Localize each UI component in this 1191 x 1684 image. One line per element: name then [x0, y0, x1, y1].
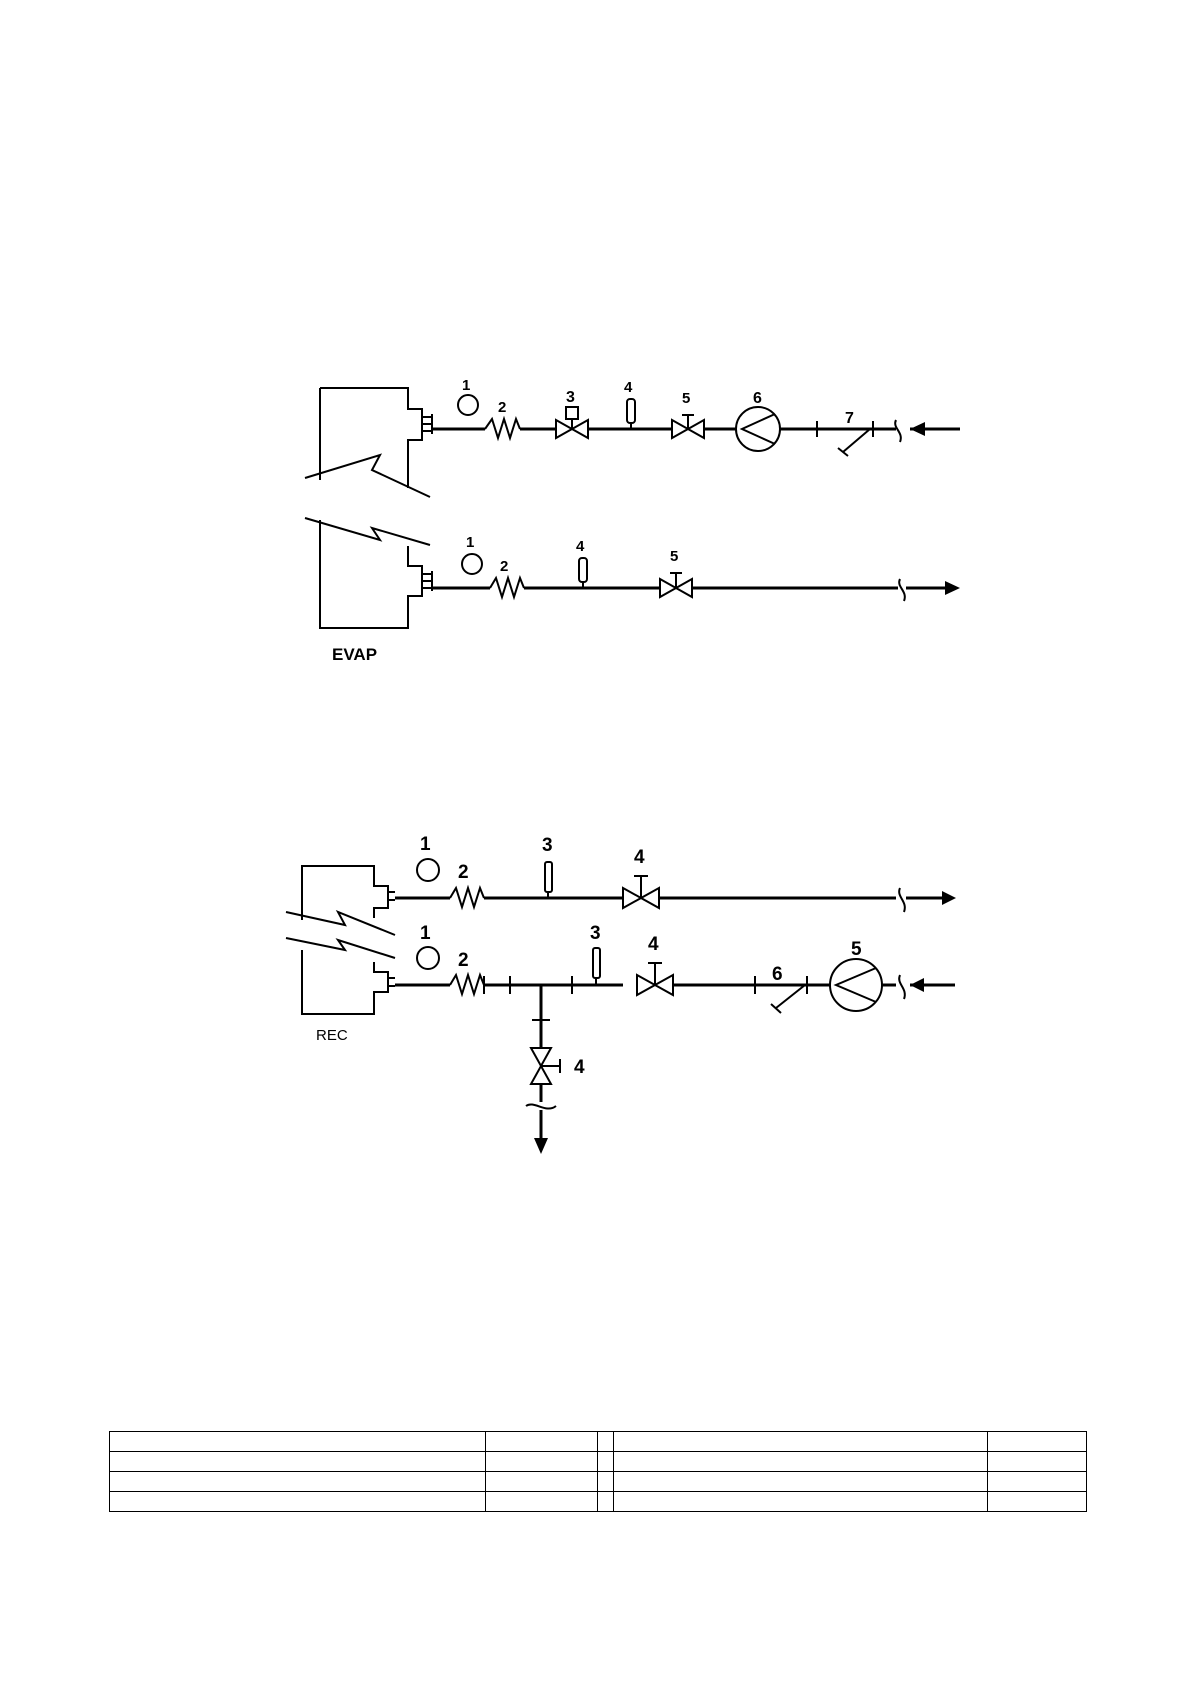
evaporator-body-upper: [320, 387, 423, 488]
rec-top-num-1: 1: [420, 834, 431, 855]
rec-drain-arrow-icon: [534, 1138, 548, 1154]
rec-outlet-arrow-icon: [942, 891, 956, 905]
table-row: [109, 1451, 1087, 1472]
evap-bottom-num-5: 5: [670, 548, 678, 565]
evap-top-nozzle: [422, 414, 433, 434]
rec-pump-triangle: [833, 967, 877, 1003]
table-cell: [597, 1431, 615, 1452]
rec-bottom-flex-joint-icon: [449, 971, 485, 998]
evap-bottom-thermometer-icon: [578, 557, 588, 583]
evap-outlet-arrow-icon: [945, 581, 960, 595]
evap-top-thermometer-icon: [626, 398, 636, 424]
rec-top-gauge-icon: [416, 858, 440, 882]
evap-top-num-3: 3: [566, 389, 575, 406]
table-cell: [613, 1431, 989, 1452]
evap-break-line-1: [304, 453, 431, 498]
evap-strainer-icon: [837, 428, 871, 457]
evap-valve-stem-icon: [565, 406, 579, 420]
rec-top-nozzle: [388, 891, 395, 901]
evap-bottom-gauge-icon: [461, 553, 483, 575]
rec-diagram: REC 1 2 3 4 1 2 3 4: [285, 834, 956, 1154]
evap-inlet-arrow-icon: [910, 422, 925, 436]
rec-bottom-num-6: 6: [772, 964, 783, 985]
table-cell: [109, 1431, 486, 1452]
rec-top-num-3: 3: [542, 835, 553, 856]
rec-drain-num-4: 4: [574, 1057, 585, 1078]
legend-table: [109, 1431, 1087, 1512]
rec-bottom-num-5: 5: [851, 939, 862, 960]
rec-bottom-num-1: 1: [420, 923, 431, 944]
rec-bottom-nozzle: [388, 977, 395, 987]
rec-bottom-num-2: 2: [458, 950, 469, 971]
table-cell: [484, 1451, 599, 1472]
evap-top-num-1: 1: [462, 377, 470, 394]
rec-break-line-2: [285, 937, 396, 959]
evap-top-num-4: 4: [624, 379, 633, 396]
evap-top-pipe-break: [894, 419, 902, 443]
evap-bottom-num-2: 2: [500, 558, 508, 575]
table-cell: [987, 1431, 1087, 1452]
evap-bottom-flex-joint-icon: [489, 574, 525, 601]
rec-bottom-pipe-break: [898, 974, 906, 1000]
table-cell: [613, 1471, 989, 1492]
recovery-body-lower: [301, 950, 389, 1015]
table-cell: [484, 1431, 599, 1452]
table-cell: [987, 1491, 1087, 1512]
evaporator-body-lower: [319, 520, 423, 629]
rec-top-pipe-break: [898, 887, 906, 913]
table-cell: [484, 1491, 599, 1512]
evap-bottom-pipe-break: [898, 578, 906, 602]
evap-bottom-num-1: 1: [466, 534, 474, 551]
evap-top-flex-joint-icon: [484, 415, 521, 442]
table-row: [109, 1431, 1087, 1452]
table-row: [109, 1471, 1087, 1492]
rec-bottom-thermometer-icon: [592, 947, 601, 979]
table-cell: [613, 1491, 989, 1512]
evap-pump-triangle: [739, 413, 776, 445]
evap-top-num-5: 5: [682, 390, 690, 407]
rec-top-num-2: 2: [458, 862, 469, 883]
evap-top-num-2: 2: [498, 399, 506, 416]
recovery-body-upper: [301, 865, 389, 920]
rec-bottom-gauge-icon: [416, 946, 440, 970]
table-cell: [597, 1451, 615, 1472]
rec-bottom-num-3: 3: [590, 923, 601, 944]
table-row: [109, 1491, 1087, 1512]
table-cell: [597, 1471, 615, 1492]
rec-top-flex-joint-icon: [449, 884, 485, 911]
table-cell: [484, 1471, 599, 1492]
table-cell: [597, 1491, 615, 1512]
evap-top-num-6: 6: [753, 390, 762, 407]
rec-top-thermometer-icon: [544, 861, 553, 893]
rec-break-line-1: [285, 910, 396, 936]
rec-bottom-num-4: 4: [648, 934, 659, 955]
table-cell: [613, 1451, 989, 1472]
evap-bottom-num-4: 4: [576, 538, 585, 555]
table-cell: [109, 1451, 486, 1472]
evap-unit-label: EVAP: [332, 645, 377, 664]
table-cell: [109, 1471, 486, 1492]
evap-top-num-7: 7: [845, 410, 854, 427]
rec-top-num-4: 4: [634, 847, 645, 868]
table-cell: [987, 1451, 1087, 1472]
table-cell: [109, 1491, 486, 1512]
evap-top-gauge-icon: [457, 394, 479, 416]
rec-drain-pipe-break: [525, 1103, 557, 1110]
rec-strainer-icon: [770, 984, 806, 1014]
evap-diagram: EVAP 1 2 3 4 5 6 7: [304, 377, 960, 664]
rec-inlet-arrow-icon: [910, 978, 924, 992]
table-cell: [987, 1471, 1087, 1492]
rec-unit-label: REC: [316, 1027, 348, 1044]
evap-break-line-2: [304, 517, 431, 546]
evap-bottom-nozzle: [422, 571, 433, 591]
